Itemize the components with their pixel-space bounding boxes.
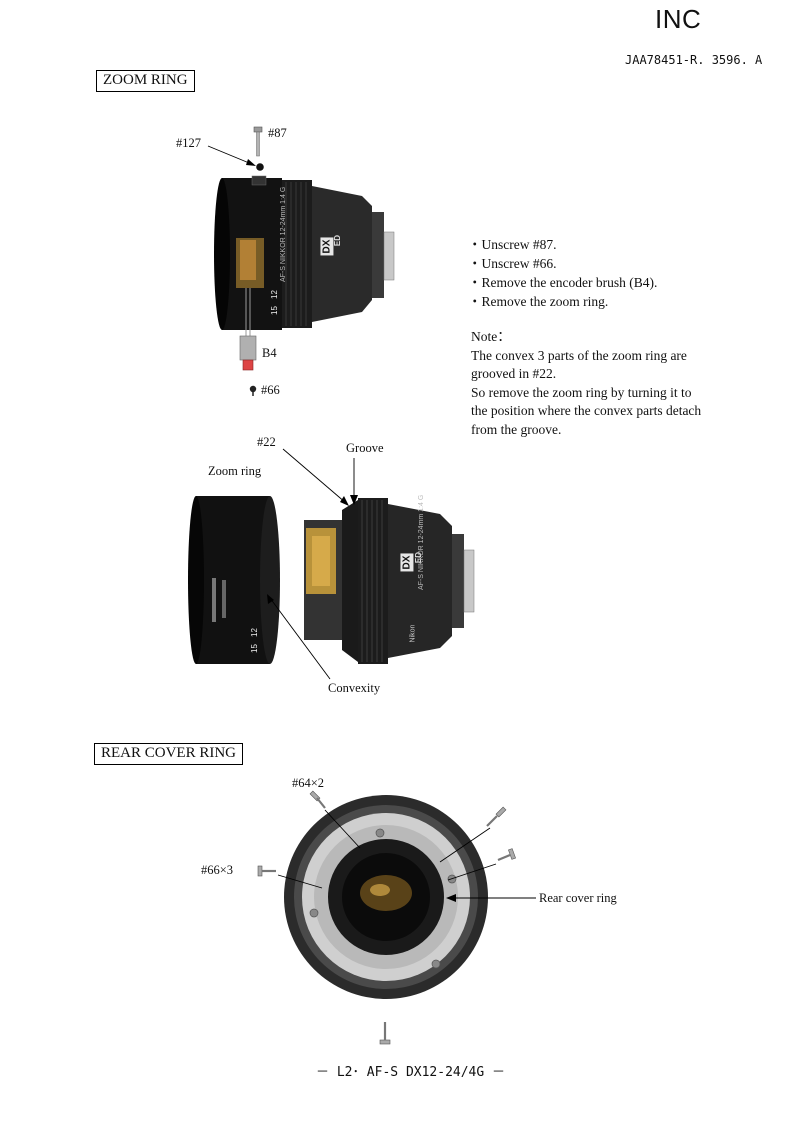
screw-66-icon [249, 385, 257, 396]
lens-rear-view [284, 795, 488, 999]
label-zoom-ring: Zoom ring [208, 464, 262, 478]
label-rear-cover-ring: Rear cover ring [539, 891, 617, 905]
label-127: #127 [176, 136, 201, 150]
zoom-ring-part [188, 496, 280, 664]
label-87: #87 [268, 126, 287, 140]
label-b4: B4 [262, 346, 277, 360]
note-heading: Note： [471, 329, 511, 344]
note-line-3: So remove the zoom ring by turning it to [471, 384, 692, 400]
step-3: ・Remove the encoder brush (B4). [468, 275, 658, 290]
encoder-brush-b4-icon [239, 288, 257, 371]
label-66x3: #66×3 [201, 863, 234, 877]
label-groove: Groove [346, 441, 384, 455]
section-title-zoom-ring: ZOOM RING [96, 70, 195, 92]
label-66: #66 [261, 383, 280, 397]
removal-steps: ・Unscrew #87. ・Unscrew #66. ・Remove the … [468, 235, 657, 311]
label-64x2: #64×2 [292, 776, 325, 790]
screw-66-icon-rear-2 [497, 848, 516, 862]
brand-name: INC [655, 4, 702, 34]
note-line-1: The convex 3 parts of the zoom ring are [471, 347, 687, 363]
lens-body-1 [214, 175, 395, 330]
step-2: ・Unscrew #66. [468, 256, 557, 271]
document-number: JAA78451-R. 3596. A [625, 53, 763, 67]
step-1: ・Unscrew #87. [468, 237, 557, 252]
screw-64-icon-2 [486, 806, 507, 827]
note-line-4: the position where the convex parts deta… [471, 403, 702, 419]
step-4: ・Remove the zoom ring. [468, 294, 609, 309]
note-line-2: grooved in #22. [471, 366, 557, 382]
section-title-rear-cover-ring: REAR COVER RING [94, 743, 244, 765]
lens-body-2 [304, 498, 475, 664]
washer-127-icon [256, 163, 264, 171]
label-convexity: Convexity [328, 681, 381, 695]
screw-64-icon [309, 790, 326, 809]
page-footer: － L2･ AF-S DX12-24/4G － [316, 1065, 506, 1080]
screw-87-icon [253, 126, 263, 157]
screw-66-icon-rear-1 [257, 865, 276, 877]
zoom-ring-note: Note： The convex 3 parts of the zoom rin… [471, 328, 701, 440]
label-22: #22 [257, 435, 276, 449]
screw-66-icon-rear-3 [379, 1022, 391, 1045]
note-line-5: from the groove. [471, 421, 562, 437]
